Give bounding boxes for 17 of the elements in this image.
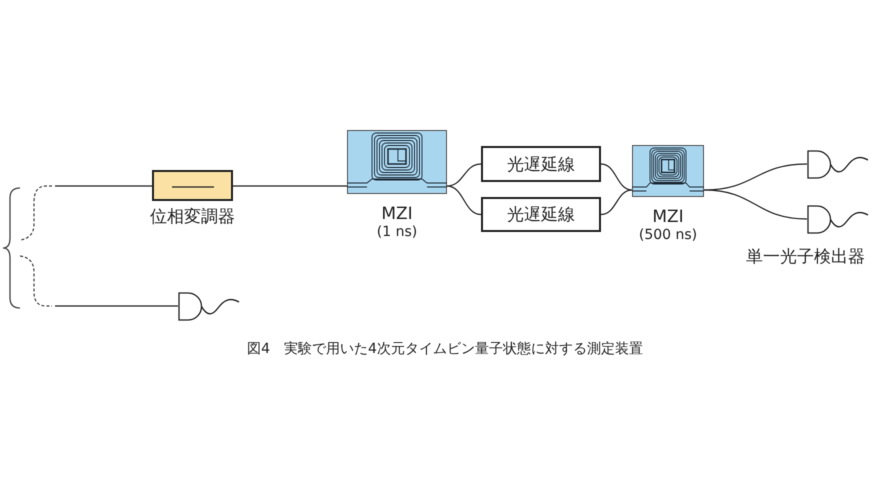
optical-fiber-line [600, 163, 632, 191]
optical-fiber-line [446, 185, 482, 216]
component-label: MZI [381, 204, 413, 224]
delay-time-label: (500 ns) [638, 227, 698, 244]
delay-line-label: 光遅延線 [507, 154, 575, 176]
delay-time-label: (1 ns) [376, 224, 418, 241]
optical-fiber-line [233, 185, 347, 187]
optical-fiber-line [600, 189, 632, 216]
component-label: 位相変調器 [150, 207, 235, 227]
detector-label: 単一光子検出器 [746, 246, 865, 268]
optical-fiber-line [704, 189, 808, 220]
optical-fiber-line [55, 305, 178, 307]
optical-fiber-line [446, 163, 482, 187]
delay-line-label: 光遅延線 [507, 204, 575, 226]
figure-caption: 図4 実験で用いた4次元タイムビン量子状態に対する測定装置 [246, 340, 644, 358]
component-label: MZI [652, 207, 684, 227]
optical-fiber-line [55, 185, 152, 187]
